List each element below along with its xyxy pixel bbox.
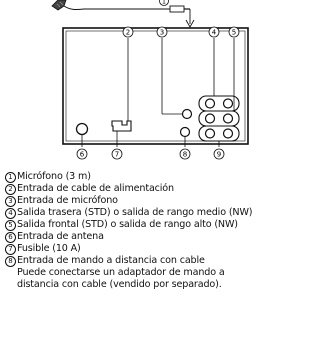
legend-text: Entrada de antena bbox=[17, 231, 104, 242]
microphone-icon bbox=[51, 0, 170, 11]
callout-7: 7 bbox=[111, 148, 123, 160]
callout-2-label: 2 bbox=[126, 28, 130, 36]
callout-9: 9 bbox=[213, 148, 225, 160]
legend-number: 5 bbox=[5, 220, 16, 231]
power-input-connector-icon bbox=[111, 38, 132, 132]
legend-number: 2 bbox=[5, 184, 16, 195]
callout-3: 3 bbox=[156, 26, 168, 38]
callout-7-label: 7 bbox=[115, 150, 119, 158]
callout-4: 4 bbox=[208, 26, 220, 38]
connection-diagram: 1 bbox=[51, 0, 249, 160]
antenna-input-icon bbox=[75, 122, 89, 147]
legend-item-1: 1 Micrófono (3 m) bbox=[5, 171, 319, 183]
legend-number: 8 bbox=[5, 256, 16, 267]
legend-list: 1 Micrófono (3 m) 2 Entrada de cable de … bbox=[5, 171, 319, 291]
legend-item-5: 5 Salida frontal (STD) o salida de rango… bbox=[5, 219, 319, 231]
legend-item-8: 8 Entrada de mando a distancia con cable… bbox=[5, 255, 319, 291]
rca-output-jacks bbox=[198, 38, 240, 147]
legend-note-line: distancia con cable (vendido por separad… bbox=[17, 278, 222, 290]
callout-4-label: 4 bbox=[212, 28, 217, 36]
callout-5: 5 bbox=[228, 26, 240, 38]
legend-text: Entrada de cable de alimentación bbox=[17, 183, 174, 194]
callout-5-label: 5 bbox=[232, 28, 236, 36]
wired-remote-input-icon bbox=[179, 126, 191, 147]
legend-number: 7 bbox=[5, 244, 16, 255]
legend-text: Salida trasera (STD) o salida de rango m… bbox=[17, 207, 253, 218]
legend-number: 1 bbox=[5, 172, 16, 183]
legend-text: Salida frontal (STD) o salida de rango a… bbox=[17, 219, 238, 230]
legend-item-6: 6 Entrada de antena bbox=[5, 231, 319, 243]
callout-1: 1 bbox=[159, 0, 169, 6]
legend-number: 3 bbox=[5, 196, 16, 207]
callout-9-label: 9 bbox=[217, 150, 221, 158]
legend-number: 4 bbox=[5, 208, 16, 219]
legend-note-line: Puede conectarse un adaptador de mando a bbox=[17, 266, 225, 278]
callout-6-label: 6 bbox=[80, 150, 85, 158]
legend-number: 6 bbox=[5, 232, 16, 243]
callout-8-label: 8 bbox=[183, 150, 187, 158]
legend-text: Micrófono (3 m) bbox=[17, 171, 91, 182]
legend-text-block: Entrada de mando a distancia con cable P… bbox=[17, 255, 225, 291]
microphone-input-icon bbox=[161, 38, 193, 120]
callout-2: 2 bbox=[122, 26, 134, 38]
legend-text: Fusible (10 A) bbox=[17, 243, 81, 254]
legend-item-7: 7 Fusible (10 A) bbox=[5, 243, 319, 255]
callout-1-label: 1 bbox=[162, 0, 166, 5]
legend-text: Entrada de mando a distancia con cable bbox=[17, 255, 205, 266]
legend-item-2: 2 Entrada de cable de alimentación bbox=[5, 183, 319, 195]
callout-8: 8 bbox=[179, 148, 191, 160]
microphone-plug-icon bbox=[169, 5, 195, 28]
callout-3-label: 3 bbox=[160, 28, 164, 36]
callout-6: 6 bbox=[76, 148, 88, 160]
legend-text: Entrada de micrófono bbox=[17, 195, 118, 206]
legend-item-4: 4 Salida trasera (STD) o salida de rango… bbox=[5, 207, 319, 219]
legend-item-3: 3 Entrada de micrófono bbox=[5, 195, 319, 207]
